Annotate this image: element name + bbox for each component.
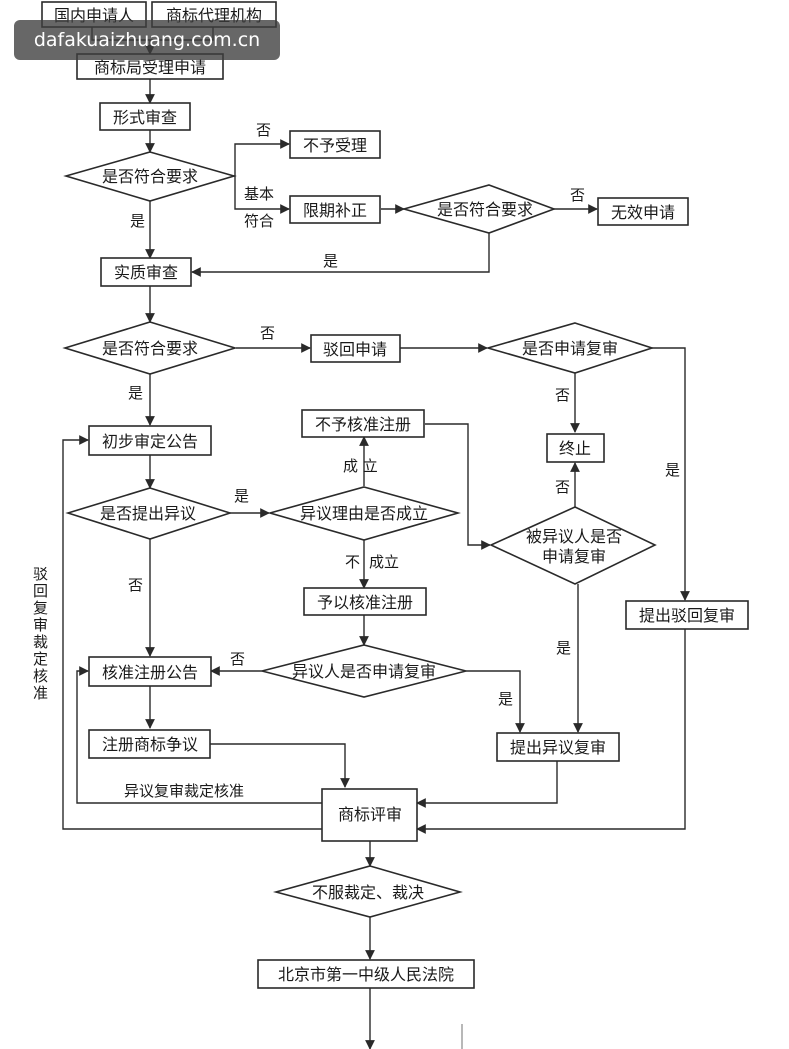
diamond-opposed-review: 被异议人是否 申请复审 [489,506,657,585]
svg-text:予以核准注册: 予以核准注册 [317,593,413,612]
svg-text:是否符合要求: 是否符合要求 [102,339,198,358]
label-no: 否 [555,478,570,496]
svg-text:形式审查: 形式审查 [113,108,177,127]
label-basic: 基本 [244,185,274,203]
watermark-badge: dafakuaizhuang.com.cn [14,20,280,60]
label-no: 否 [256,121,271,139]
svg-text:终止: 终止 [559,439,591,458]
svg-text:是否符合要求: 是否符合要求 [437,200,533,219]
label-no: 否 [555,386,570,404]
svg-text:商标局受理申请: 商标局受理申请 [94,58,206,77]
svg-text:不予受理: 不予受理 [303,136,367,155]
label-not: 不 [345,553,360,571]
svg-text:无效申请: 无效申请 [611,203,675,222]
label-yes: 是 [498,690,513,708]
label-valid: 成立 [369,553,399,571]
svg-text:是否申请复审: 是否申请复审 [522,339,618,358]
node-trab: 商标评审 [321,788,418,842]
node-approve-reg: 予以核准注册 [303,587,427,616]
node-prelim-announce: 初步审定公告 [88,425,212,456]
label-yes: 是 [556,639,571,657]
svg-text:异议人是否申请复审: 异议人是否申请复审 [292,662,436,681]
diamond-opposition-valid: 异议理由是否成立 [267,486,461,541]
label-yes: 是 [323,252,338,270]
label-yes: 是 [130,212,145,230]
svg-text:异议理由是否成立: 异议理由是否成立 [300,504,428,523]
svg-text:不服裁定、裁决: 不服裁定、裁决 [312,883,424,902]
connectors [62,26,690,1049]
node-approval-announce: 核准注册公告 [88,656,212,687]
diamond-disagree: 不服裁定、裁决 [272,865,463,918]
node-reg-dispute: 注册商标争议 [88,729,211,759]
svg-text:提出驳回复审: 提出驳回复审 [639,606,735,625]
svg-text:被异议人是否: 被异议人是否 [526,527,622,546]
label-yes: 是 [234,487,249,505]
svg-text:不予核准注册: 不予核准注册 [315,415,411,434]
edge-labels: 否 基本 符合 是 否 是 否 是 否 成 立 是 不 成立 否 否 是 是 否… [31,121,680,800]
node-not-accepted: 不予受理 [289,130,381,159]
svg-text:商标评审: 商标评审 [338,805,402,824]
node-correction: 限期补正 [289,195,381,224]
diamond-meets-req-2: 是否符合要求 [401,184,557,234]
node-invalid-app: 无效申请 [597,197,689,226]
svg-text:注册商标争议: 注册商标争议 [102,735,198,754]
label-no: 否 [260,324,275,342]
svg-text:实质审查: 实质审查 [114,263,178,282]
node-terminated: 终止 [546,433,605,463]
label-meets: 符合 [244,212,274,230]
node-file-opp-review: 提出异议复审 [496,732,620,762]
svg-text:核准注册公告: 核准注册公告 [102,663,198,682]
label-no: 否 [230,650,245,668]
diamond-apply-review: 是否申请复审 [485,322,655,374]
label-no: 否 [570,186,585,204]
diamond-meets-req-3: 是否符合要求 [62,321,238,375]
diamond-meets-req-1: 是否符合要求 [63,151,237,202]
svg-text:初步审定公告: 初步审定公告 [102,432,198,451]
svg-text:北京市第一中级人民法院: 北京市第一中级人民法院 [278,965,454,984]
label-yes: 是 [128,384,143,402]
svg-text:申请复审: 申请复审 [542,547,606,566]
node-substantive-exam: 实质审查 [100,257,192,287]
svg-text:驳回申请: 驳回申请 [323,340,387,359]
node-rejected: 驳回申请 [310,334,401,363]
node-court: 北京市第一中级人民法院 [257,959,475,989]
svg-text:是否符合要求: 是否符合要求 [102,167,198,186]
node-formal-exam: 形式审查 [99,102,191,131]
label-left-vertical: 驳回复审裁定核准 [31,566,49,702]
diamond-opponent-review: 异议人是否申请复审 [261,644,467,698]
node-file-reject-review: 提出驳回复审 [625,600,749,630]
diamond-opposition: 是否提出异议 [65,487,233,540]
svg-text:限期补正: 限期补正 [303,201,367,220]
label-no: 否 [128,576,143,594]
label-yes: 是 [665,461,680,479]
label-opp-review-approved: 异议复审裁定核准 [124,782,244,800]
svg-text:是否提出异议: 是否提出异议 [100,504,196,523]
svg-text:提出异议复审: 提出异议复审 [510,738,606,757]
node-not-approved-reg: 不予核准注册 [301,409,425,438]
label-valid: 成 立 [343,457,378,475]
